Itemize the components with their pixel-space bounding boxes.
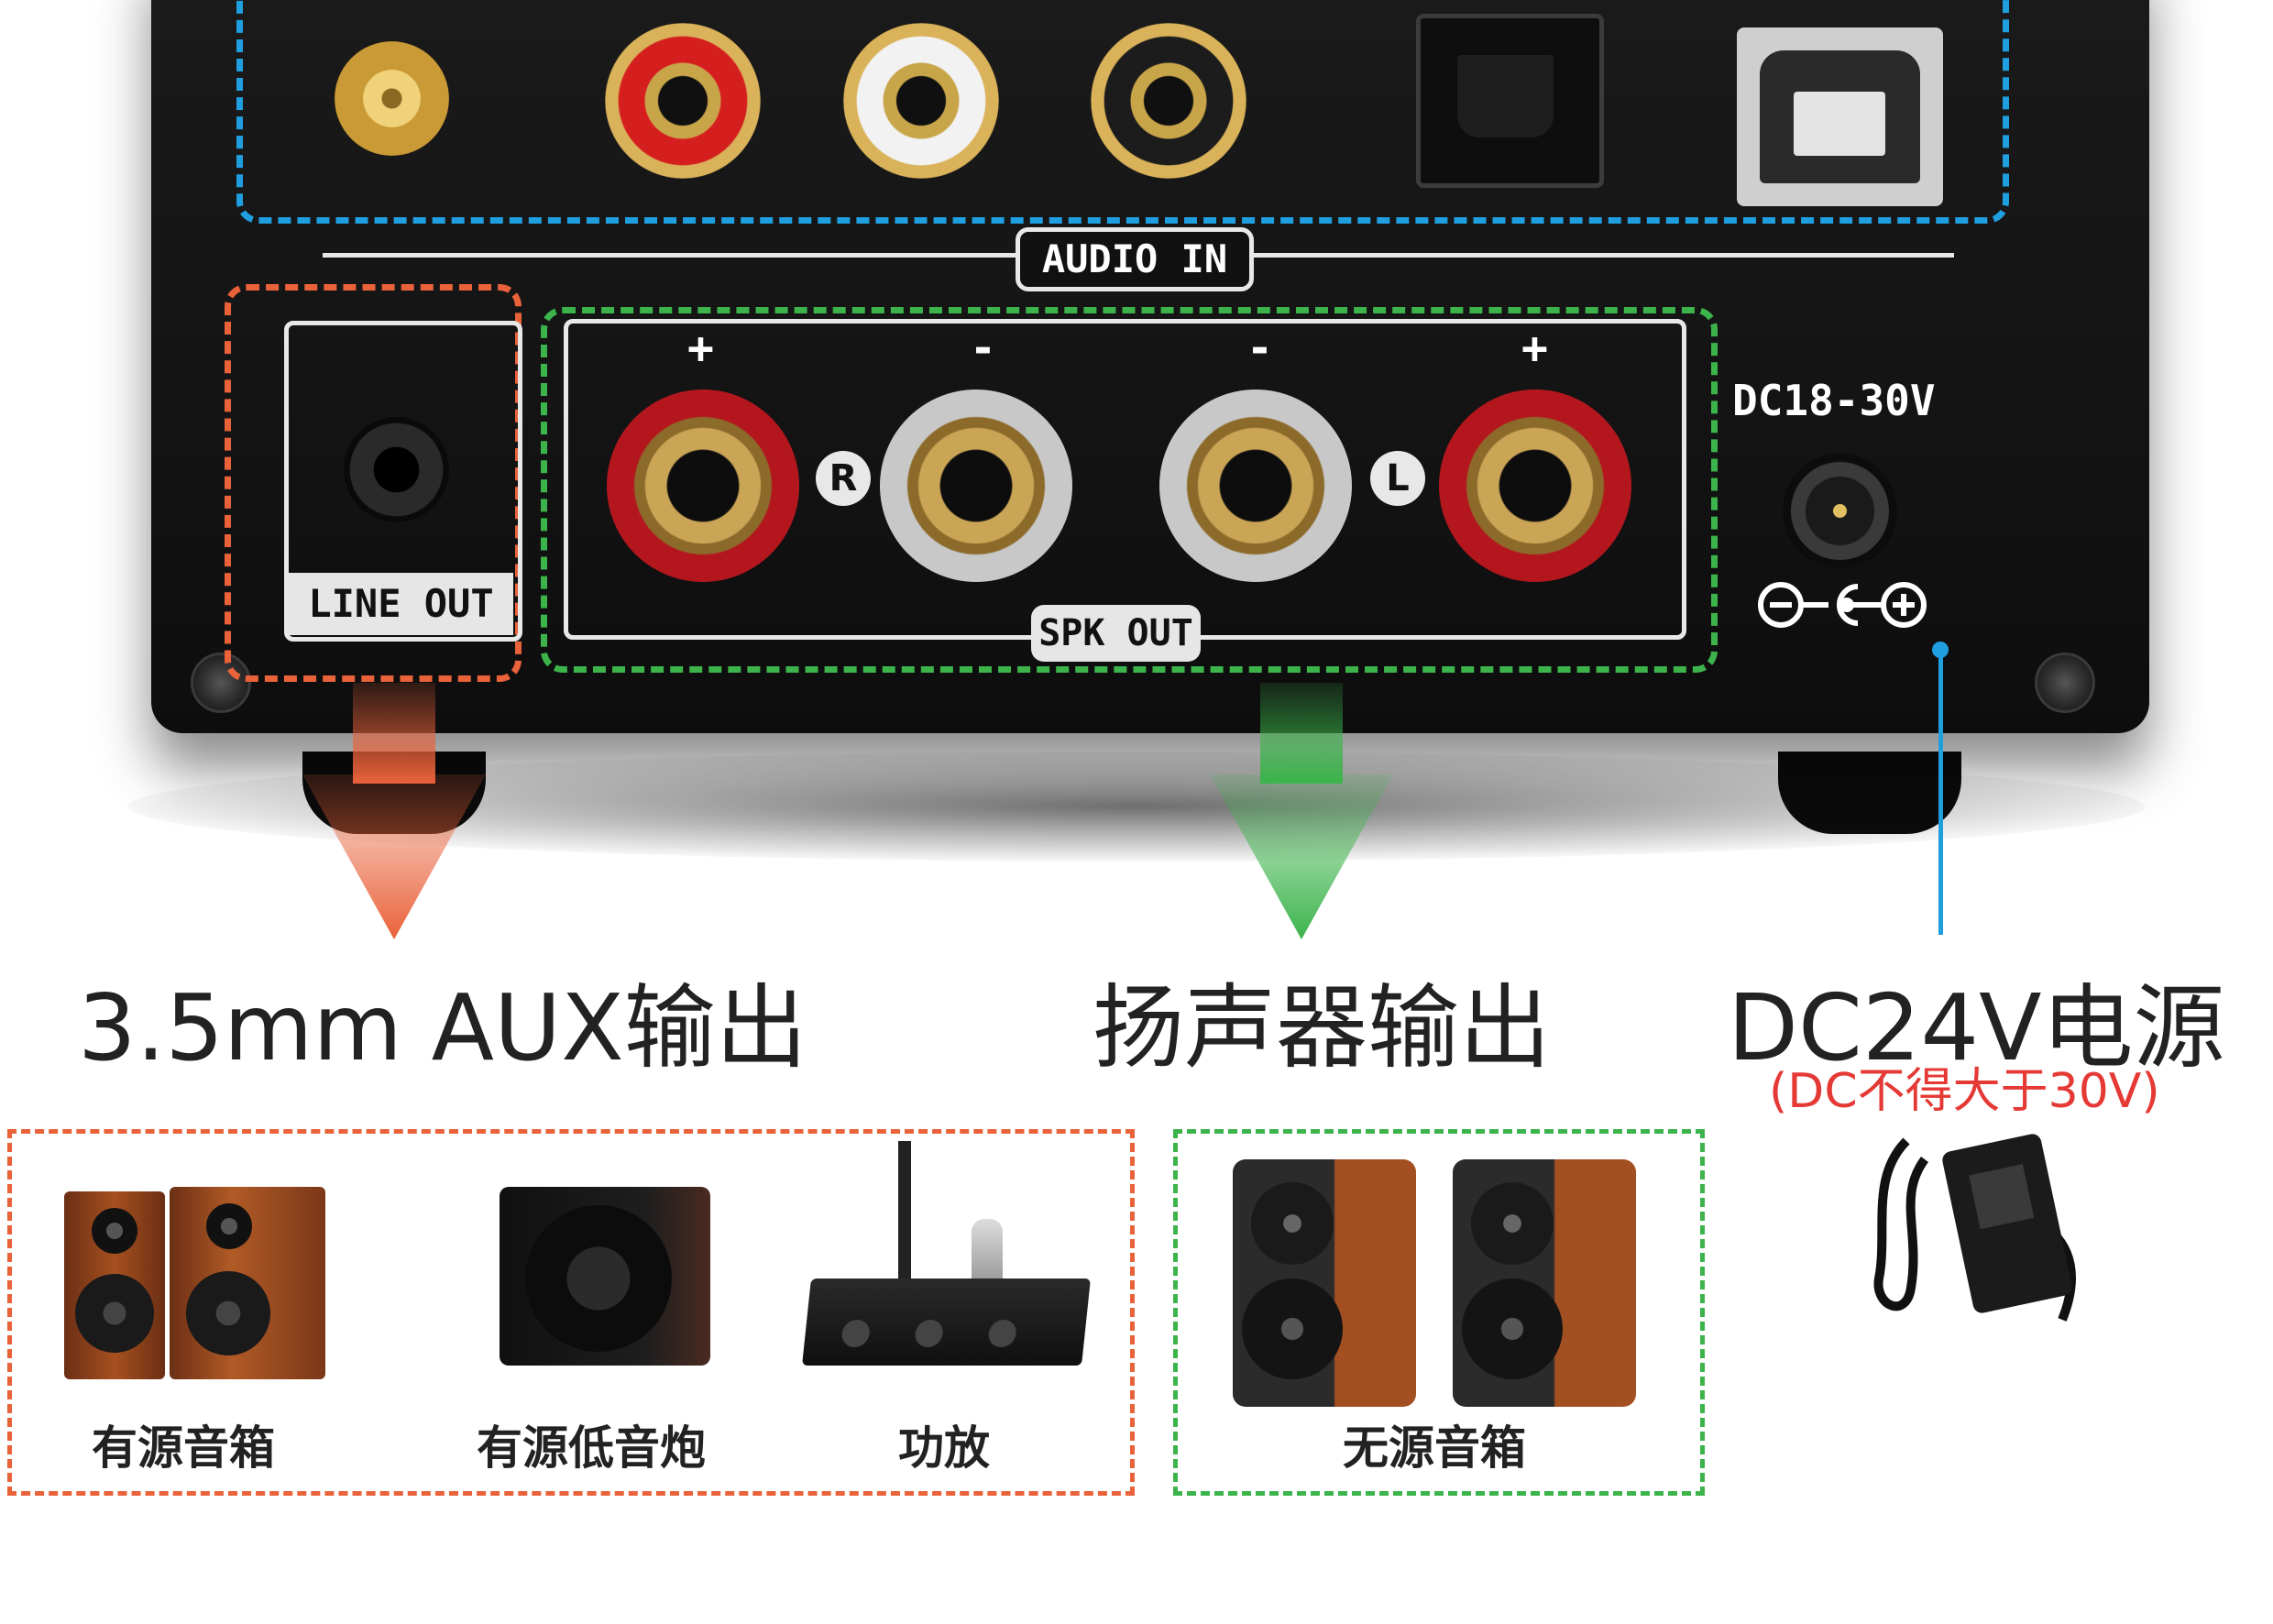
power-pointer-dot [1932,642,1949,658]
aux-out-arrow-icon [302,683,486,939]
passive-speaker-left [1233,1159,1416,1407]
speaker-out-arrow-icon [1210,683,1393,939]
polarity-r-plus: + [687,323,714,374]
usb-b-input-port[interactable] [1737,27,1943,206]
speaker-out-caption: 扬声器输出 [1093,974,1551,1081]
amp-tube [972,1219,1003,1283]
binding-post-r-plus[interactable] [607,390,799,582]
device-foot-right [1778,752,1961,834]
rca-input-white[interactable] [843,23,999,179]
spk-out-highlight [541,307,1718,673]
product-label-passive-speaker: 无源音箱 [1343,1421,1526,1475]
power-note: (DC不得大于30V) [1769,1064,2160,1119]
audio-in-label: AUDIO IN [1016,227,1254,291]
product-label-subwoofer: 有源低音炮 [477,1421,706,1475]
dc-power-jack[interactable] [1783,454,1897,568]
polarity-l-plus: + [1521,323,1548,374]
amp-tube-antenna [898,1141,911,1278]
binding-post-l-minus[interactable] [1159,390,1352,582]
spk-out-label: SPK OUT [1031,605,1201,662]
polarity-l-minus: - [1246,323,1273,374]
tube-amplifier [802,1278,1091,1366]
binding-post-r-minus[interactable] [880,390,1072,582]
active-subwoofer [500,1187,710,1366]
power-caption: DC24V电源 [1728,974,2225,1081]
active-speaker-left [64,1191,165,1379]
audio-in-highlight [236,0,2009,224]
aux-devices-box [7,1129,1135,1496]
binding-post-l-plus[interactable] [1439,390,1631,582]
passive-speaker-right [1453,1159,1636,1407]
screw-right [2035,653,2095,713]
coaxial-antenna-jack[interactable] [335,41,449,156]
power-pointer-line [1938,651,1943,935]
active-speaker-right [170,1187,325,1379]
polarity-r-minus: - [970,323,996,374]
product-label-amplifier: 功放 [898,1421,990,1475]
line-out-frame [284,321,522,642]
line-out-label: LINE OUT [289,573,513,635]
line-out-jack[interactable] [344,417,449,522]
rca-input-red[interactable] [605,23,761,179]
optical-input-port[interactable] [1416,14,1604,188]
channel-r-marker: R [816,451,871,506]
dc-polarity-symbol-icon [1758,582,1927,628]
aux-out-caption: 3.5mm AUX输出 [78,974,807,1081]
passive-speakers-box [1173,1129,1705,1496]
power-adapter-icon [1873,1134,2076,1322]
dc-rating-label: DC18-30V [1732,376,1936,425]
channel-l-marker: L [1370,451,1425,506]
rca-input-black[interactable] [1091,23,1246,179]
product-label-active-speaker: 有源音箱 [92,1421,275,1475]
